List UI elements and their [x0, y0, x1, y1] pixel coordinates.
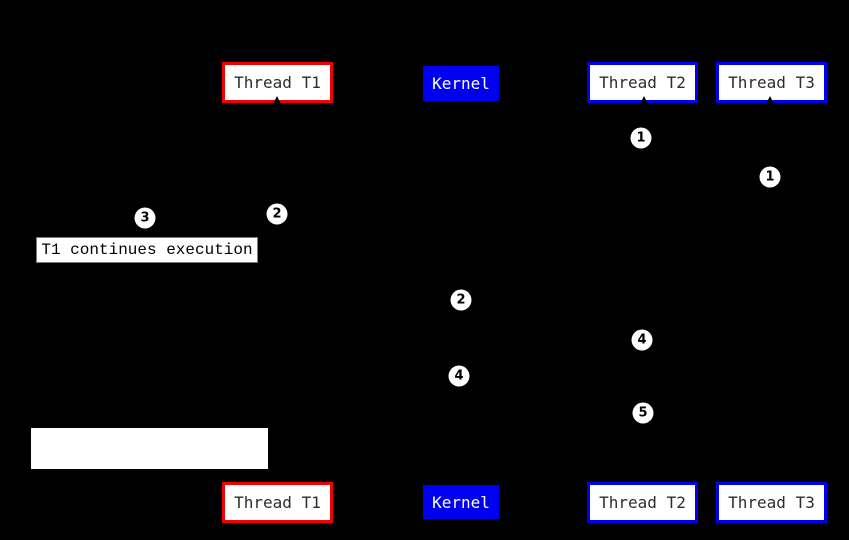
node-label: Thread T1	[234, 493, 321, 512]
node-label: Thread T3	[728, 493, 815, 512]
empty-label-box	[31, 428, 268, 469]
step-marker-1b: 1	[759, 166, 781, 188]
step-marker-5: 5	[632, 402, 654, 424]
lifeline-arrowhead-icon	[766, 96, 774, 104]
node-label: Kernel	[432, 74, 490, 93]
node-kernel-top: Kernel	[423, 66, 499, 101]
node-label: Thread T1	[234, 73, 321, 92]
node-label: Thread T2	[599, 493, 686, 512]
node-kernel-bottom: Kernel	[423, 485, 499, 519]
node-thread-t1-bottom: Thread T1	[222, 482, 333, 523]
step-marker-2b: 2	[450, 289, 472, 311]
step-marker-4: 4	[631, 329, 653, 351]
node-thread-t2-bottom: Thread T2	[587, 482, 698, 523]
step-marker-3: 3	[134, 207, 156, 229]
lifeline-arrowhead-icon	[640, 96, 648, 104]
annotation-t1-continues: T1 continues execution	[36, 237, 258, 263]
node-thread-t3-bottom: Thread T3	[716, 482, 827, 523]
lifeline-arrowhead-icon	[273, 96, 281, 104]
step-marker-4b: 4	[448, 365, 470, 387]
annotation-text: T1 continues execution	[41, 241, 253, 259]
step-marker-1: 1	[630, 127, 652, 149]
node-label: Thread T3	[728, 73, 815, 92]
node-label: Kernel	[432, 492, 490, 512]
step-marker-2: 2	[266, 203, 288, 225]
node-label: Thread T2	[599, 73, 686, 92]
